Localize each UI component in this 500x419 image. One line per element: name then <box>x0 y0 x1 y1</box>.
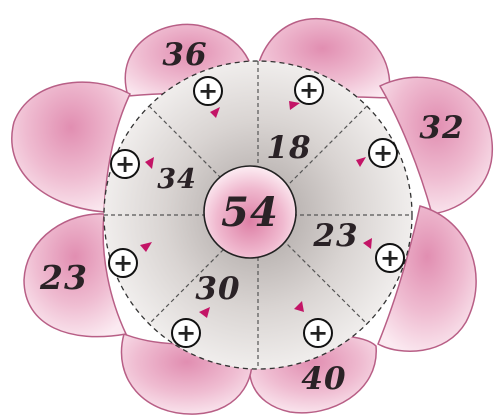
plus-icon: + <box>380 244 400 272</box>
petal-number-right-upper: 32 <box>419 110 464 146</box>
plus-button[interactable]: + <box>111 150 139 178</box>
plus-button[interactable]: + <box>194 77 222 105</box>
plus-button[interactable]: + <box>304 319 332 347</box>
plus-button[interactable]: + <box>295 76 323 104</box>
sector-number-left-upper: 34 <box>157 164 197 195</box>
plus-icon: + <box>113 249 133 277</box>
plus-icon: + <box>176 319 196 347</box>
plus-icon: + <box>373 139 393 167</box>
plus-button[interactable]: + <box>376 244 404 272</box>
plus-icon: + <box>115 150 135 178</box>
petal-number-left: 23 <box>39 258 88 297</box>
plus-icon: + <box>198 77 218 105</box>
plus-button[interactable]: + <box>369 139 397 167</box>
petal-number-top-left: 36 <box>162 37 207 73</box>
sector-number-upper-right: 18 <box>266 130 311 166</box>
sector-number-right: 23 <box>312 218 358 254</box>
center-number: 54 <box>221 189 279 236</box>
plus-icon: + <box>299 76 319 104</box>
sector-number-lower-left: 30 <box>195 271 240 307</box>
petal-number-bottom-right: 40 <box>301 361 346 397</box>
plus-button[interactable]: + <box>109 249 137 277</box>
plus-button[interactable]: + <box>172 319 200 347</box>
plus-icon: + <box>308 319 328 347</box>
